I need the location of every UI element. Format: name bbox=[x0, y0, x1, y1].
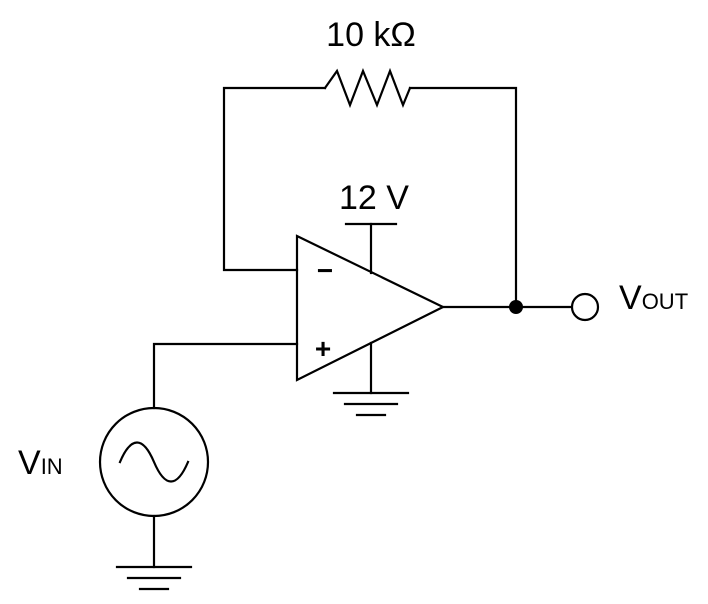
feedback-wire-right bbox=[408, 86, 518, 309]
input-wire bbox=[152, 342, 299, 410]
feedback-resistor bbox=[323, 67, 412, 109]
output-label-main: V bbox=[619, 279, 642, 317]
output-terminal bbox=[570, 292, 600, 322]
output-junction-dot bbox=[509, 300, 523, 314]
input-label-main: V bbox=[18, 444, 41, 482]
inverting-input-sign: − bbox=[317, 255, 333, 286]
output-label-subscript: OUT bbox=[642, 289, 688, 314]
input-label-subscript: IN bbox=[41, 454, 63, 479]
opamp-ground-icon bbox=[332, 391, 410, 417]
sine-wave-icon bbox=[118, 441, 190, 483]
feedback-wire-left bbox=[222, 86, 327, 272]
input-voltage-label: VIN bbox=[18, 444, 63, 482]
supply-voltage-label: 12 V bbox=[339, 179, 409, 217]
source-ground-icon bbox=[115, 565, 193, 591]
noninverting-input-sign: + bbox=[315, 333, 331, 364]
output-voltage-label: VOUT bbox=[619, 279, 688, 317]
resistor-value-label: 10 kΩ bbox=[326, 16, 416, 54]
